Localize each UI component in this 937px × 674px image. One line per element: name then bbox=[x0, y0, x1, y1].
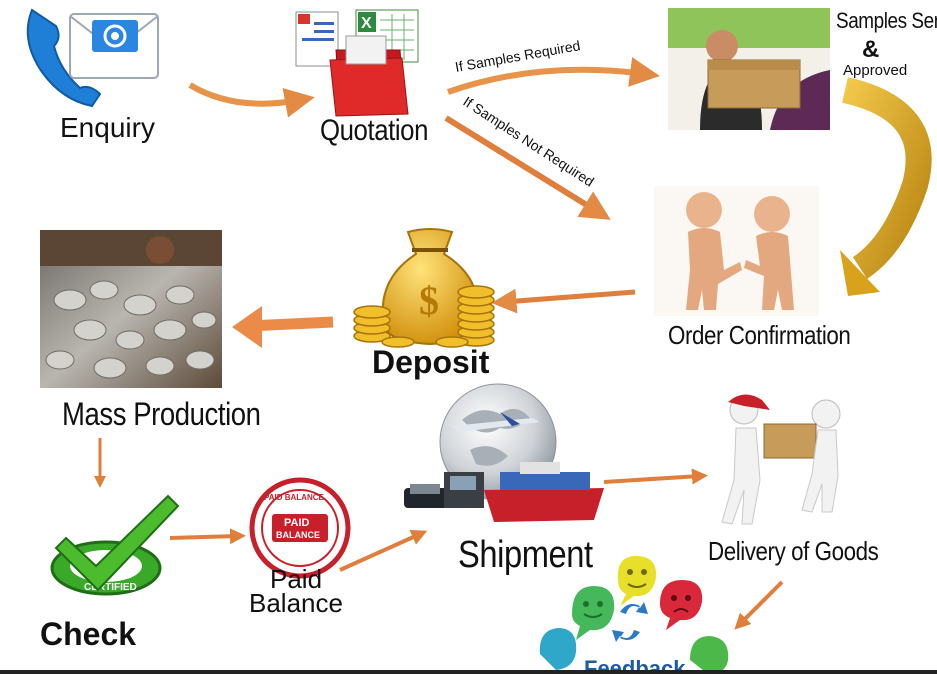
arrow-deposit-to-production bbox=[232, 306, 334, 348]
handshake-figures bbox=[654, 186, 819, 316]
feedback-bubbles-icon: Feedback bbox=[539, 556, 729, 674]
deposit-label: Deposit bbox=[372, 344, 490, 380]
samples-photo bbox=[668, 8, 830, 130]
arrow-delivery-to-feedback bbox=[734, 580, 784, 630]
arrow-enquiry-to-quotation bbox=[188, 82, 315, 118]
mass-production-photo bbox=[40, 230, 222, 388]
shipment-label: Shipment bbox=[458, 534, 593, 576]
paid-balance-stamp-icon: PAID BALANCE PAID BALANCE bbox=[249, 477, 351, 579]
certified-check-icon: CERTIFIED bbox=[50, 494, 180, 596]
stamp-balance: BALANCE bbox=[276, 530, 320, 540]
arrow-order-to-deposit bbox=[491, 288, 636, 314]
enquiry-label: Enquiry bbox=[60, 112, 155, 143]
quotation-documents-icon: X bbox=[295, 9, 419, 117]
paid-label: Paid bbox=[270, 564, 323, 594]
feedback-label: Feedback bbox=[584, 656, 686, 674]
arrow-paid-to-shipment bbox=[339, 529, 428, 572]
svg-text:$: $ bbox=[419, 278, 439, 323]
certified-text: CERTIFIED bbox=[84, 582, 137, 593]
stamp-paid: PAID bbox=[284, 517, 310, 529]
delivery-label: Delivery of Goods bbox=[708, 536, 879, 566]
arrow-samples-to-order bbox=[840, 77, 932, 296]
stamp-ring-text: PAID BALANCE bbox=[264, 493, 325, 502]
samples-approved-label: Approved bbox=[843, 62, 908, 79]
check-label: Check bbox=[40, 616, 137, 652]
mass-production-label: Mass Production bbox=[62, 396, 261, 432]
order-confirmation-label: Order Confirmation bbox=[668, 320, 851, 350]
shipment-globe-vehicles-icon bbox=[404, 383, 604, 522]
arrow-samples-not-required bbox=[444, 115, 611, 220]
samples-sent-label: Samples Sent bbox=[836, 8, 937, 33]
money-bag-icon: $ bbox=[353, 228, 495, 348]
phone-email-icon bbox=[26, 8, 159, 108]
quotation-label: Quotation bbox=[320, 114, 429, 147]
arrow-samples-required bbox=[447, 57, 660, 95]
samples-amp-label: & bbox=[862, 36, 880, 63]
arrow-check-to-paid bbox=[169, 528, 246, 545]
balance-label: Balance bbox=[249, 588, 343, 618]
delivery-figures-icon bbox=[721, 394, 841, 525]
arrow-shipment-to-delivery bbox=[603, 468, 708, 485]
svg-text:X: X bbox=[361, 15, 372, 32]
bottom-border bbox=[0, 670, 937, 674]
